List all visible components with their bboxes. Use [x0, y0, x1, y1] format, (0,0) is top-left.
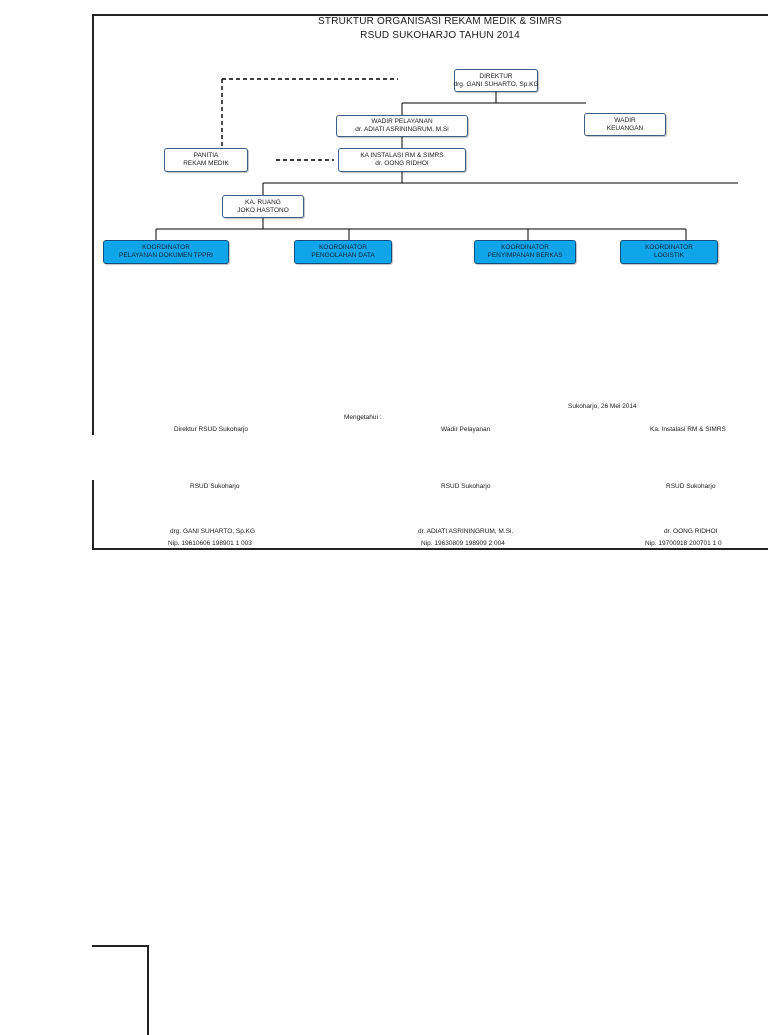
- signature-role-wadir: Wadir Pelayanan: [441, 426, 491, 433]
- node-title: DIREKTUR: [479, 72, 513, 80]
- page-frame-bottom: [92, 480, 768, 550]
- page-frame-top: [92, 14, 768, 435]
- node-name: dr. OONG RIDHOI: [375, 160, 429, 167]
- page-frame-corner: [92, 945, 149, 1035]
- node-koordinator-logistik: KOORDINATOR LOGISTIK: [620, 240, 718, 264]
- chart-subtitle: RSUD SUKOHARJO TAHUN 2014: [360, 30, 520, 41]
- signature-name-wadir: dr. ADIATI ASRININGRUM, M.Si.: [418, 528, 514, 535]
- signature-role-direktur: Direktur RSUD Sukoharjo: [174, 426, 249, 433]
- node-direktur: DIREKTUR drg. GANI SUHARTO, Sp.KG: [453, 69, 539, 92]
- node-title: WADIR PELAYANAN: [371, 118, 433, 125]
- node-title: KA INSTALASI RM & SIMRS: [360, 152, 444, 159]
- node-panitia-rekam-medik: PANITIA REKAM MEDIK: [164, 148, 248, 172]
- signature-org-direktur: RSUD Sukoharjo: [190, 483, 240, 490]
- signature-nip-wadir: Nip. 19630809 198909 2 004: [421, 540, 505, 547]
- place-date: Sukoharjo, 26 Mei 2014: [568, 403, 637, 410]
- signature-org-wadir: RSUD Sukoharjo: [441, 483, 491, 490]
- node-koordinator-pelayanan: KOORDINATOR PELAYANAN DOKUMEN TPPRI: [103, 240, 229, 264]
- node-koordinator-pengolahan: KOORDINATOR PENGOLAHAN DATA: [294, 240, 392, 264]
- node-name: drg. GANI SUHARTO, Sp.KG: [453, 80, 539, 88]
- node-ka-instalasi: KA INSTALASI RM & SIMRS dr. OONG RIDHOI: [338, 148, 466, 172]
- node-name: PELAYANAN DOKUMEN TPPRI: [119, 252, 213, 259]
- signature-name-ka-instalasi: dr. OONG RIDHOI: [664, 528, 718, 535]
- node-title: KOORDINATOR: [645, 244, 693, 251]
- mengetahui-label: Mengetahui :: [344, 414, 382, 421]
- node-name: REKAM MEDIK: [183, 160, 229, 167]
- chart-title: STRUKTUR ORGANISASI REKAM MEDIK & SIMRS: [318, 16, 562, 27]
- node-name: LOGISTIK: [654, 252, 684, 259]
- node-title: KA. RUANG: [245, 198, 281, 206]
- node-title: KOORDINATOR: [501, 244, 549, 251]
- node-ka-ruang: KA. RUANG JOKO HASTONO: [222, 195, 304, 218]
- node-name: dr. ADIATI ASRININGRUM, M.Si: [355, 126, 449, 133]
- node-name: KEUANGAN: [606, 124, 644, 132]
- signature-role-ka-instalasi: Ka. Instalasi RM & SIMRS: [650, 426, 726, 433]
- signature-nip-ka-instalasi: Nip. 19700918 200701 1 0: [645, 540, 722, 547]
- signature-nip-direktur: Nip. 19610606 198901 1 003: [168, 540, 252, 547]
- signature-name-direktur: drg. GANI SUHARTO, Sp.KG: [170, 528, 256, 535]
- node-koordinator-penyimpanan: KOORDINATOR PENYIMPANAN BERKAS: [474, 240, 576, 264]
- node-name: PENGOLAHAN DATA: [311, 252, 375, 259]
- node-name: JOKO HASTONO: [237, 206, 289, 214]
- node-title: KOORDINATOR: [142, 244, 190, 251]
- node-title: KOORDINATOR: [319, 244, 367, 251]
- node-wadir-pelayanan: WADIR PELAYANAN dr. ADIATI ASRININGRUM, …: [336, 115, 468, 137]
- node-name: PENYIMPANAN BERKAS: [487, 252, 563, 259]
- signature-org-ka-instalasi: RSUD Sukoharjo: [666, 483, 716, 490]
- node-wadir-keuangan: WADIR KEUANGAN: [584, 113, 666, 136]
- node-title: WADIR: [614, 116, 636, 124]
- node-title: PANITIA: [193, 152, 219, 159]
